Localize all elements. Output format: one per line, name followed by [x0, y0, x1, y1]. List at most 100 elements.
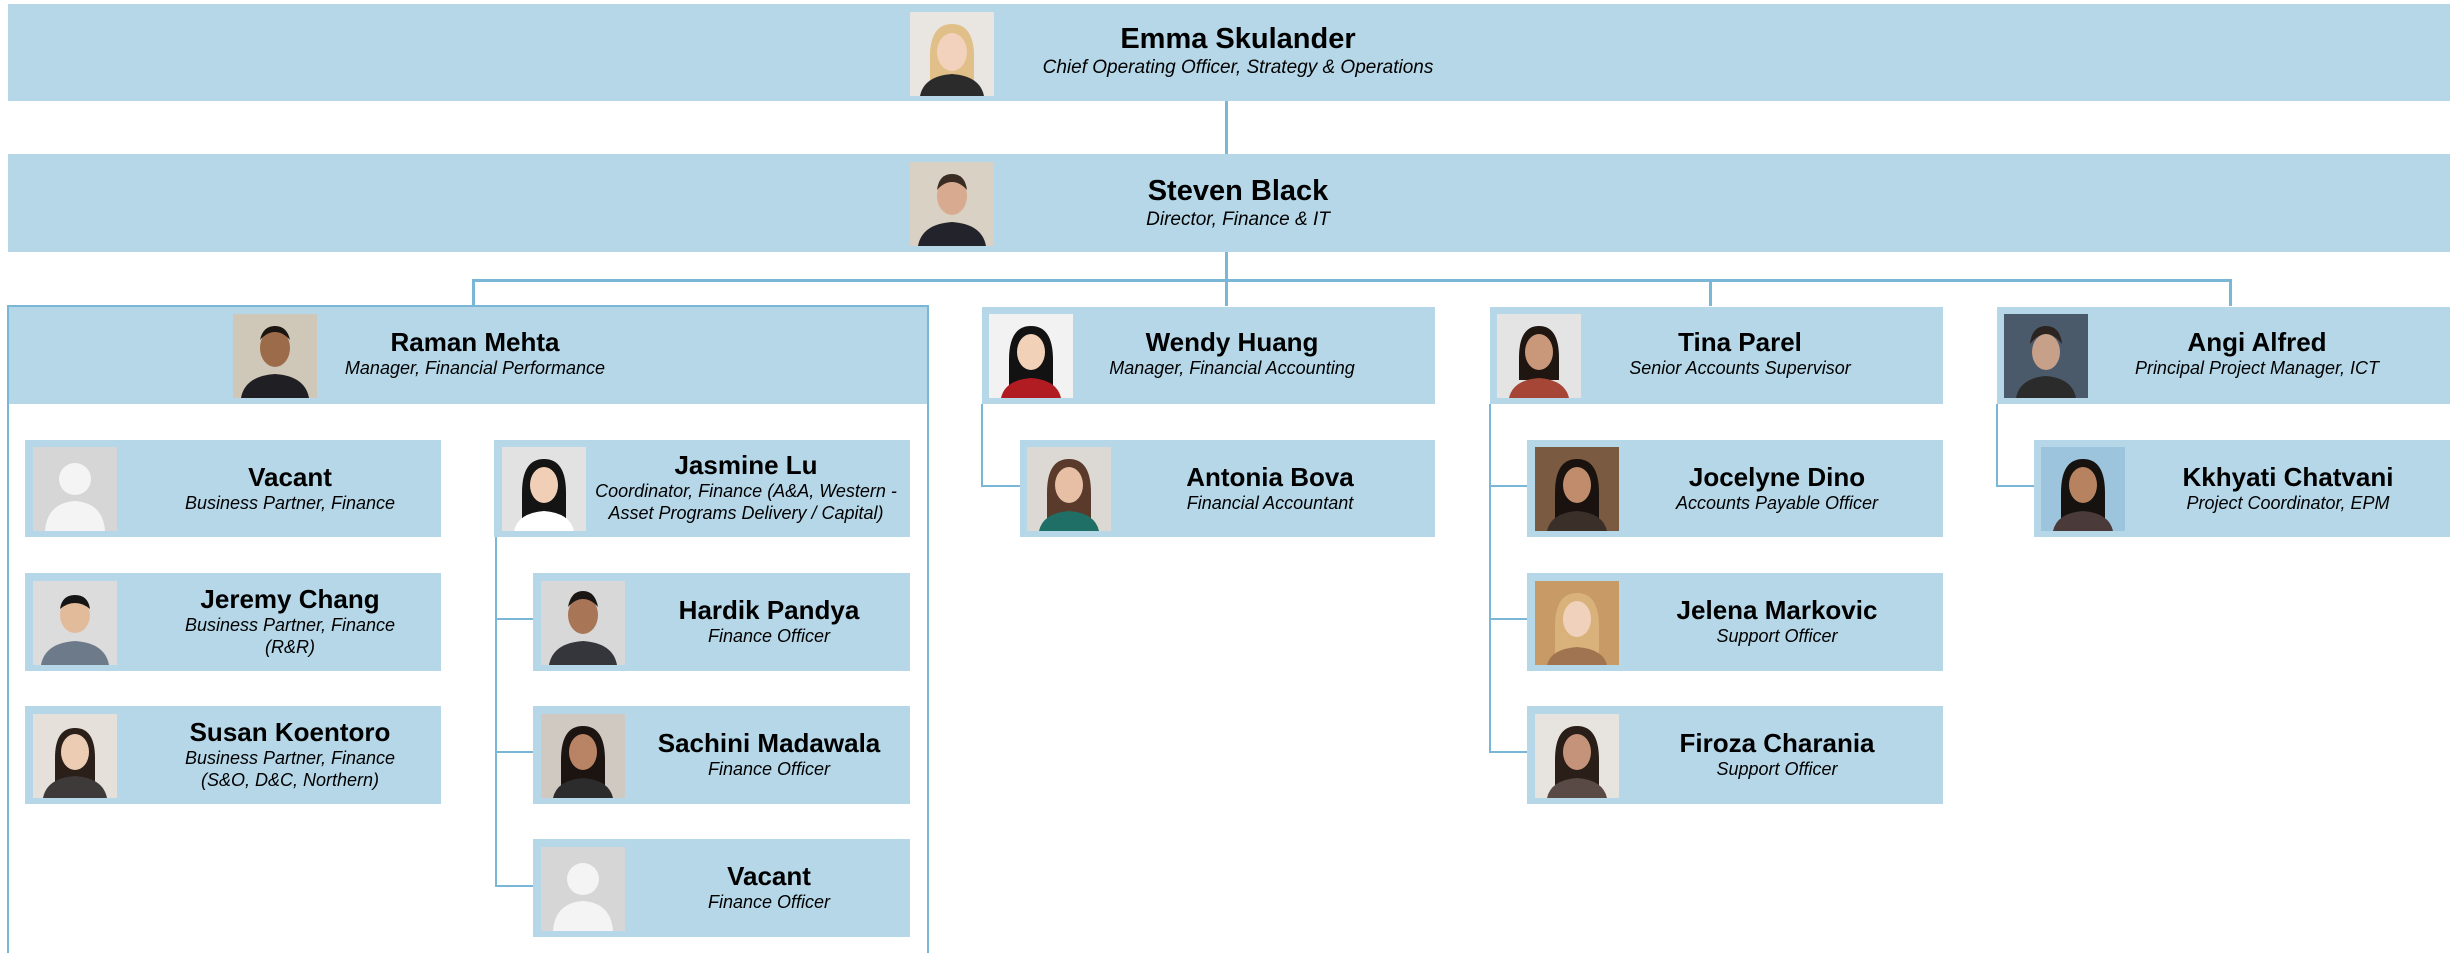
person-name: Antonia Bova	[1186, 462, 1354, 492]
node-text: Steven Black Director, Finance & IT	[1038, 174, 1438, 231]
person-title: Financial Accountant	[1186, 493, 1354, 513]
node-text: Antonia Bova Financial Accountant	[1120, 462, 1420, 514]
node-hardik-pandya[interactable]: Hardik Pandya Finance Officer	[533, 573, 910, 671]
node-susan-koentoro[interactable]: Susan Koentoro Business Partner, Finance…	[25, 706, 441, 804]
person-title: (R&R)	[265, 637, 315, 657]
person-name: Jasmine Lu	[674, 450, 818, 480]
node-angi-alfred[interactable]: Angi Alfred Principal Project Manager, I…	[1997, 307, 2450, 404]
person-photo-icon	[2041, 447, 2125, 531]
connector-top-to-director	[1225, 101, 1228, 154]
node-text: Firoza Charania Support Officer	[1627, 728, 1927, 780]
person-photo-icon	[541, 581, 625, 665]
connector-to-antonia	[981, 485, 1021, 487]
person-name: Vacant	[727, 861, 811, 891]
node-text: Susan Koentoro Business Partner, Finance…	[140, 717, 440, 791]
node-text: Vacant Finance Officer	[629, 861, 909, 913]
node-text: Wendy Huang Manager, Financial Accountin…	[1082, 327, 1382, 379]
node-raman-mehta[interactable]: Raman Mehta Manager, Financial Performan…	[9, 307, 927, 404]
person-title: Business Partner, Finance	[184, 615, 396, 635]
person-title: Accounts Payable Officer	[1675, 493, 1879, 513]
node-jeremy-chang[interactable]: Jeremy Chang Business Partner, Finance (…	[25, 573, 441, 671]
person-photo-icon	[1497, 314, 1581, 398]
connector-to-wendy	[1225, 279, 1228, 306]
person-photo-icon	[910, 162, 994, 246]
person-photo-icon	[541, 714, 625, 798]
node-text: Jasmine Lu Coordinator, Finance (A&A, We…	[586, 450, 906, 524]
person-name: Wendy Huang	[1145, 327, 1319, 357]
connector-to-hardik	[495, 618, 533, 620]
node-vacant-finance-officer[interactable]: Vacant Finance Officer	[533, 839, 910, 937]
node-firoza-charania[interactable]: Firoza Charania Support Officer	[1527, 706, 1943, 804]
connector-angi-vertical	[1996, 404, 1998, 487]
node-text: Kkhyati Chatvani Project Coordinator, EP…	[2130, 462, 2446, 514]
connector-to-angi	[2229, 279, 2232, 306]
connector-to-firoza	[1489, 751, 1527, 753]
person-title: Finance Officer	[707, 759, 831, 779]
node-text: Angi Alfred Principal Project Manager, I…	[2097, 327, 2417, 379]
person-name: Steven Black	[1147, 175, 1329, 207]
vacant-silhouette-icon	[541, 847, 625, 931]
person-title: (S&O, D&C, Northern)	[200, 770, 380, 790]
person-title: Support Officer	[1716, 626, 1838, 646]
person-title: Senior Accounts Supervisor	[1629, 358, 1851, 378]
connector-jasmine-vertical	[495, 537, 497, 887]
person-photo-icon	[1535, 447, 1619, 531]
person-title: Manager, Financial Accounting	[1109, 358, 1355, 378]
node-tina-parel[interactable]: Tina Parel Senior Accounts Supervisor	[1490, 307, 1943, 404]
node-text: Vacant Business Partner, Finance	[140, 462, 440, 514]
node-text: Emma Skulander Chief Operating Officer, …	[988, 22, 1488, 79]
vacant-silhouette-icon	[33, 447, 117, 531]
node-antonia-bova[interactable]: Antonia Bova Financial Accountant	[1020, 440, 1435, 537]
person-photo-icon	[910, 12, 994, 96]
person-name: Firoza Charania	[1679, 728, 1875, 758]
connector-wendy-vertical	[981, 404, 983, 487]
connector-to-raman	[472, 279, 475, 306]
node-vacant-business-partner[interactable]: Vacant Business Partner, Finance	[25, 440, 441, 537]
person-name: Tina Parel	[1678, 327, 1802, 357]
person-title: Project Coordinator, EPM	[2186, 493, 2390, 513]
person-title: Finance Officer	[707, 892, 831, 912]
raman-team-border	[7, 305, 929, 953]
person-name: Angi Alfred	[2187, 327, 2327, 357]
node-sachini-madawala[interactable]: Sachini Madawala Finance Officer	[533, 706, 910, 804]
node-wendy-huang[interactable]: Wendy Huang Manager, Financial Accountin…	[982, 307, 1435, 404]
person-title: Manager, Financial Performance	[344, 358, 606, 378]
node-emma-skulander[interactable]: Emma Skulander Chief Operating Officer, …	[8, 4, 2450, 101]
person-title: Business Partner, Finance	[184, 748, 396, 768]
person-title: Support Officer	[1716, 759, 1838, 779]
person-photo-icon	[33, 581, 117, 665]
person-photo-icon	[33, 714, 117, 798]
node-text: Jelena Markovic Support Officer	[1627, 595, 1927, 647]
connector-to-jelena	[1489, 618, 1527, 620]
connector-to-sachini	[495, 751, 533, 753]
person-name: Jelena Markovic	[1676, 595, 1878, 625]
person-name: Sachini Madawala	[657, 728, 881, 758]
person-name: Hardik Pandya	[678, 595, 860, 625]
node-text: Sachini Madawala Finance Officer	[629, 728, 909, 780]
person-title: Asset Programs Delivery / Capital)	[608, 503, 884, 523]
person-name: Kkhyati Chatvani	[2182, 462, 2394, 492]
connector-to-jocelyne	[1489, 485, 1527, 487]
connector-managers-horizontal	[472, 279, 2232, 282]
node-jelena-markovic[interactable]: Jelena Markovic Support Officer	[1527, 573, 1943, 671]
person-title: Director, Finance & IT	[1146, 209, 1330, 230]
person-photo-icon	[502, 447, 586, 531]
connector-to-vacant-fo	[495, 885, 533, 887]
connector-to-kkhyati	[1996, 485, 2034, 487]
person-photo-icon	[989, 314, 1073, 398]
node-kkhyati-chatvani[interactable]: Kkhyati Chatvani Project Coordinator, EP…	[2034, 440, 2450, 537]
person-title: Finance Officer	[707, 626, 831, 646]
node-jocelyne-dino[interactable]: Jocelyne Dino Accounts Payable Officer	[1527, 440, 1943, 537]
person-photo-icon	[233, 314, 317, 398]
person-name: Raman Mehta	[390, 327, 560, 357]
person-title: Principal Project Manager, ICT	[2134, 358, 2380, 378]
node-text: Jocelyne Dino Accounts Payable Officer	[1627, 462, 1927, 514]
node-steven-black[interactable]: Steven Black Director, Finance & IT	[8, 154, 2450, 252]
person-name: Susan Koentoro	[189, 717, 391, 747]
node-text: Tina Parel Senior Accounts Supervisor	[1590, 327, 1890, 379]
node-jasmine-lu[interactable]: Jasmine Lu Coordinator, Finance (A&A, We…	[494, 440, 910, 537]
connector-director-down	[1225, 252, 1228, 281]
person-photo-icon	[1535, 581, 1619, 665]
node-text: Jeremy Chang Business Partner, Finance (…	[140, 584, 440, 658]
person-photo-icon	[1027, 447, 1111, 531]
